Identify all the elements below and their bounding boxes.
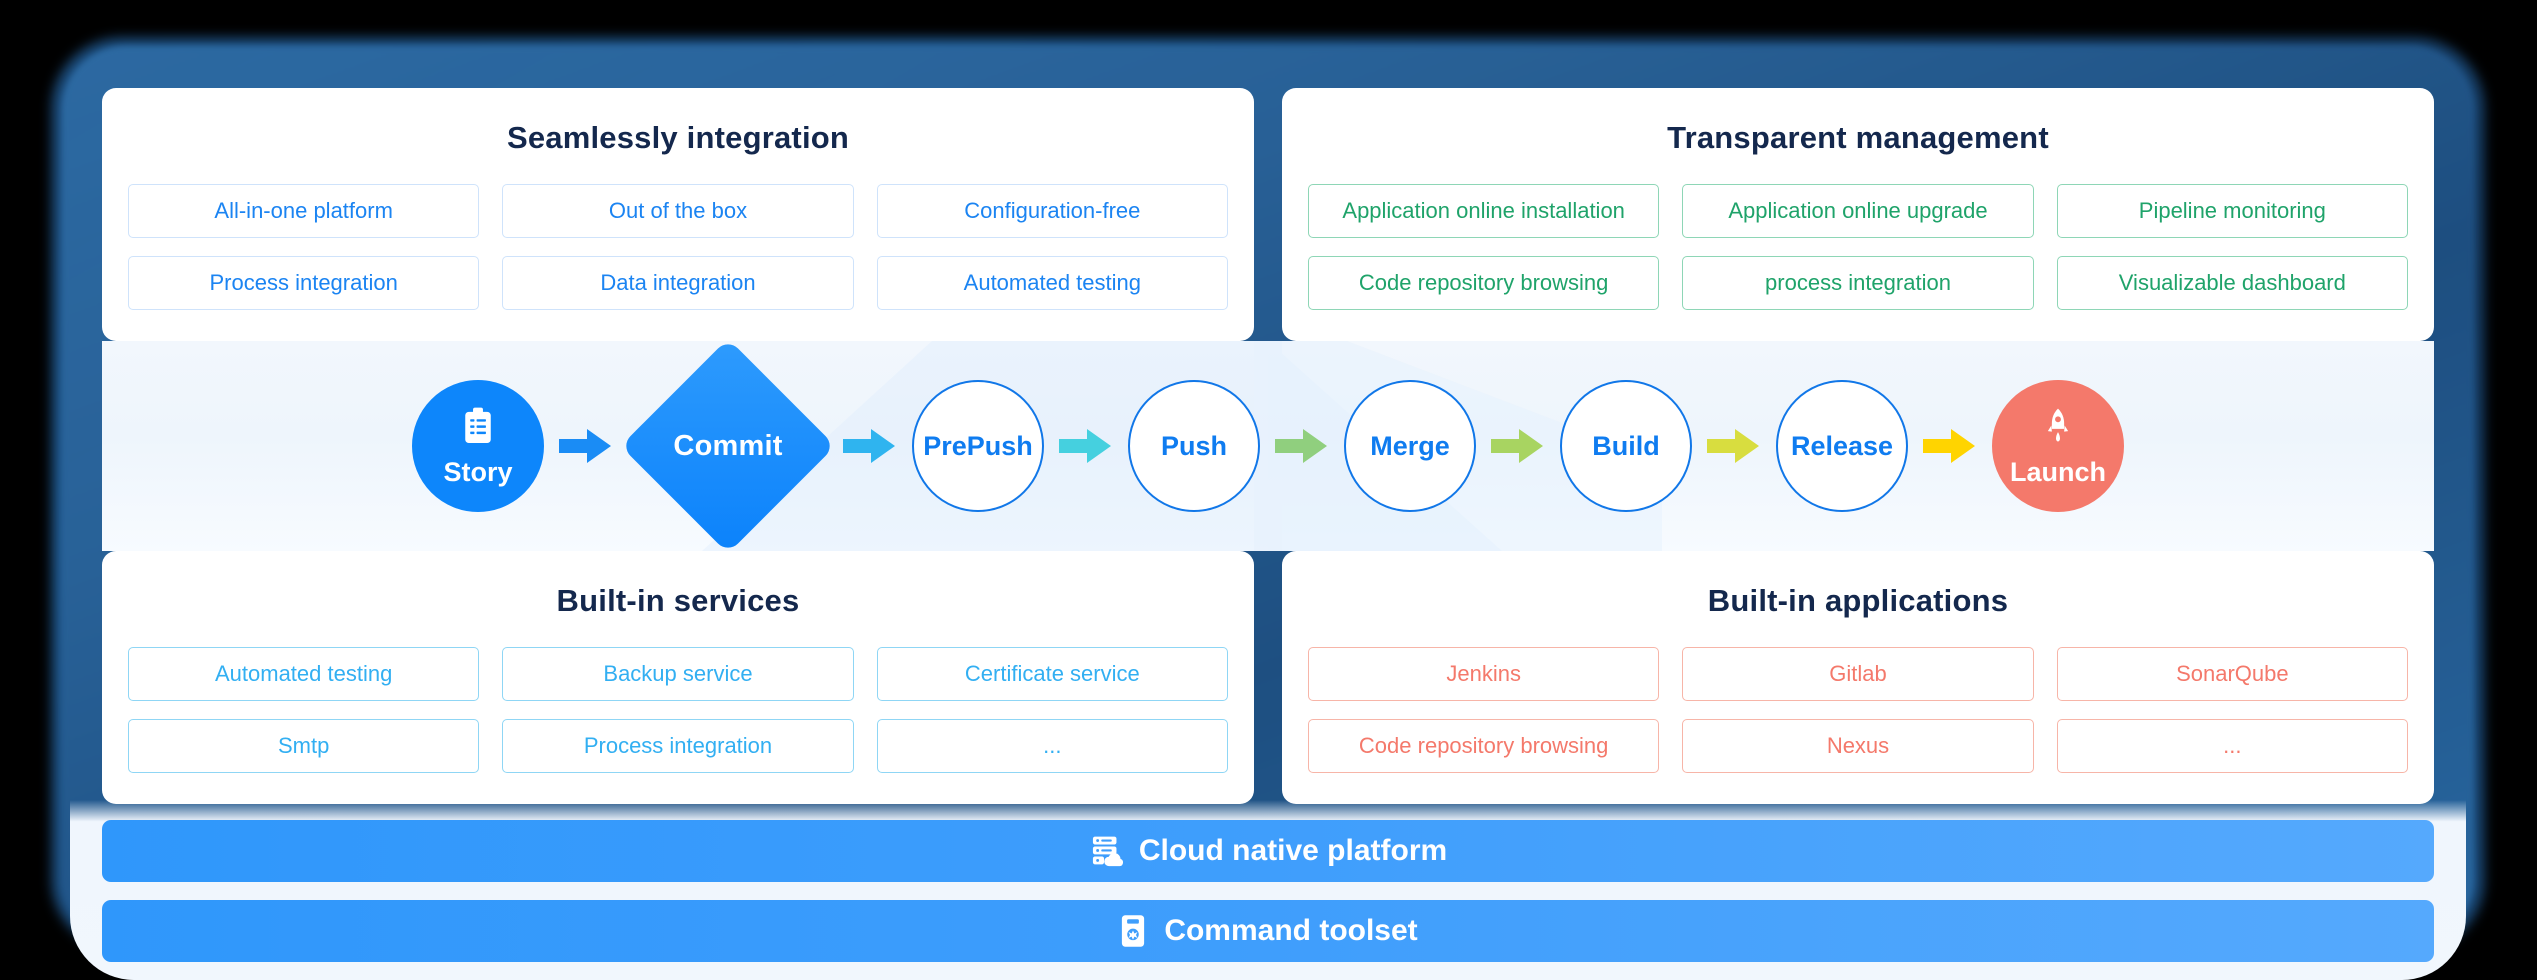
panel-title-transparent-management: Transparent management [1667,120,2049,155]
panel-transparent-management: Transparent management Application onlin… [1282,88,2434,341]
panel-title-seamlessly-integration: Seamlessly integration [506,120,850,155]
flow-arrow-1 [557,425,615,467]
flow-arrow-6 [1705,425,1763,467]
pipeline-node-label: Launch [2009,456,2106,487]
banner-label: Command toolset [1164,914,1418,947]
pill-grid-built-in-services: Automated testing Backup service Certifi… [102,619,1254,773]
flow-arrow-4 [1273,425,1331,467]
banner-command-toolset[interactable]: Command toolset [102,900,2434,962]
pipeline-node-label: Release [1790,430,1894,461]
pipeline-node-commit[interactable]: Commit [620,341,836,551]
pipeline-node-story[interactable]: Story [412,380,544,512]
panel-seamlessly-integration: Seamlessly integration All-in-one platfo… [102,88,1254,341]
pipeline-node-prepush[interactable]: PrePush [912,380,1044,512]
panel-built-in-applications: Built-in applications Jenkins Gitlab Son… [1282,551,2434,804]
pill-item[interactable]: Application online upgrade [1682,184,2034,238]
clipboard-checklist-icon [461,407,495,452]
rocket-icon [2042,407,2074,452]
pipeline-node-merge[interactable]: Merge [1344,380,1476,512]
pill-item[interactable]: Process integration [128,256,480,310]
pill-grid-built-in-applications: Jenkins Gitlab SonarQube Code repository… [1282,619,2434,773]
pill-item[interactable]: Nexus [1682,719,2034,773]
pill-grid-transparent-management: Application online installation Applicat… [1282,156,2434,310]
server-cloud-icon [1089,834,1123,868]
pipeline-flow: Story Commit PrePush [102,341,2434,551]
pipeline-node-label: Story [443,456,513,487]
terminal-device-icon [1118,914,1148,948]
diagram-board: Seamlessly integration All-in-one platfo… [102,88,2434,900]
pipeline-node-label: Build [1592,430,1660,461]
pill-item-more[interactable]: ... [2056,719,2408,773]
pill-item[interactable]: Pipeline monitoring [2056,184,2408,238]
pipeline-node-launch[interactable]: Launch [1992,380,2124,512]
banner-label: Cloud native platform [1138,834,1448,867]
panel-built-in-services: Built-in services Automated testing Back… [102,551,1254,804]
flow-arrow-2 [841,425,899,467]
diamond-shape [620,341,836,551]
pill-item[interactable]: All-in-one platform [128,184,480,238]
pipeline-node-label: Push [1160,430,1227,461]
pill-grid-seamlessly-integration: All-in-one platform Out of the box Confi… [102,156,1254,310]
pill-item[interactable]: SonarQube [2056,647,2408,701]
pill-item[interactable]: Jenkins [1308,647,1660,701]
pill-item[interactable]: process integration [1682,256,2034,310]
pill-item[interactable]: Visualizable dashboard [2056,256,2408,310]
pipeline-node-push[interactable]: Push [1128,380,1260,512]
pill-item-more[interactable]: ... [876,719,1228,773]
pill-item[interactable]: Gitlab [1682,647,2034,701]
pill-item[interactable]: Application online installation [1308,184,1660,238]
flow-arrow-7 [1921,425,1979,467]
panel-title-built-in-applications: Built-in applications [1707,583,2009,618]
pill-item[interactable]: Process integration [502,719,854,773]
pill-item[interactable]: Automated testing [128,647,480,701]
pill-item[interactable]: Smtp [128,719,480,773]
banner-cloud-native-platform[interactable]: Cloud native platform [102,820,2434,882]
pill-item[interactable]: Certificate service [876,647,1228,701]
flow-arrow-3 [1057,425,1115,467]
pill-item[interactable]: Out of the box [502,184,854,238]
pill-item[interactable]: Code repository browsing [1308,256,1660,310]
pipeline-node-label: PrePush [923,430,1033,461]
pill-item[interactable]: Code repository browsing [1308,719,1660,773]
pill-item[interactable]: Automated testing [876,256,1228,310]
flow-arrow-5 [1489,425,1547,467]
pipeline-node-label: Merge [1370,430,1450,461]
pill-item[interactable]: Backup service [502,647,854,701]
pill-item[interactable]: Data integration [502,256,854,310]
pipeline-node-build[interactable]: Build [1560,380,1692,512]
pipeline-band: Story Commit PrePush [102,341,2434,551]
panel-title-built-in-services: Built-in services [556,583,800,618]
pill-item[interactable]: Configuration-free [876,184,1228,238]
pipeline-node-release[interactable]: Release [1776,380,1908,512]
